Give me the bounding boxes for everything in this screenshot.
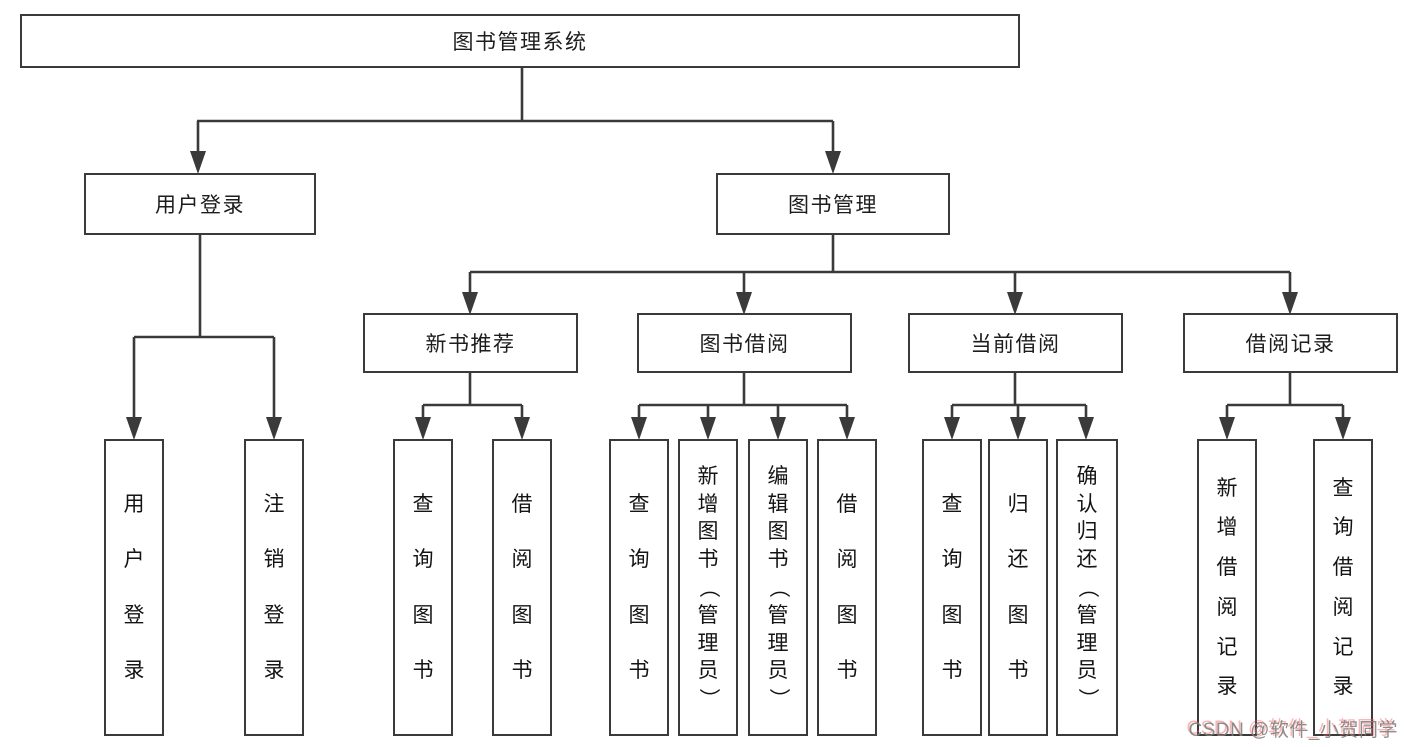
- leaf-borrow-books-1: 借阅图书: [492, 439, 552, 736]
- leaf-add-books-admin: 新增图书（管理员）: [678, 439, 738, 736]
- node-label: 新增借阅记录: [1216, 476, 1238, 699]
- node-book-management: 图书管理: [716, 173, 950, 235]
- leaf-borrow-books-2: 借阅图书: [817, 439, 877, 736]
- node-label: 用户登录: [123, 492, 145, 683]
- leaf-query-books-3: 查询图书: [922, 439, 982, 736]
- leaf-query-borrow-record: 查询借阅记录: [1313, 439, 1373, 736]
- node-user-login: 用户登录: [84, 173, 316, 235]
- leaf-confirm-return-admin: 确认归还（管理员）: [1056, 439, 1118, 736]
- leaf-user-login: 用户登录: [104, 439, 164, 736]
- node-label: 借阅记录: [1245, 333, 1336, 356]
- node-current-borrow: 当前借阅: [908, 313, 1123, 373]
- node-label: 图书借阅: [699, 333, 790, 356]
- node-borrow-records: 借阅记录: [1183, 313, 1398, 373]
- node-label: 确认归还（管理员）: [1075, 464, 1099, 710]
- node-label: 图书管理: [788, 194, 878, 217]
- node-label: 查询图书: [941, 492, 963, 683]
- node-label: 编辑图书（管理员）: [766, 464, 790, 710]
- node-label: 图书管理系统: [452, 31, 588, 54]
- node-label: 用户登录: [155, 194, 245, 217]
- leaf-query-books-1: 查询图书: [393, 439, 453, 736]
- node-label: 查询图书: [628, 492, 650, 683]
- node-new-book-recommend: 新书推荐: [363, 313, 578, 373]
- node-label: 查询借阅记录: [1332, 476, 1354, 699]
- node-book-borrow: 图书借阅: [637, 313, 852, 373]
- node-label: 借阅图书: [836, 492, 858, 683]
- csdn-watermark: CSDN @软件_小贺同学: [1188, 720, 1398, 741]
- leaf-add-borrow-record: 新增借阅记录: [1197, 439, 1257, 736]
- node-root-library-system: 图书管理系统: [20, 14, 1020, 68]
- leaf-query-books-2: 查询图书: [609, 439, 669, 736]
- node-label: 查询图书: [412, 492, 434, 683]
- leaf-return-books: 归还图书: [988, 439, 1048, 736]
- node-label: 当前借阅: [970, 333, 1061, 356]
- node-label: 借阅图书: [511, 492, 533, 683]
- leaf-logout: 注销登录: [244, 439, 304, 736]
- node-label: 新增图书（管理员）: [696, 464, 720, 710]
- node-label: 新书推荐: [425, 333, 516, 356]
- leaf-edit-books-admin: 编辑图书（管理员）: [748, 439, 808, 736]
- node-label: 归还图书: [1007, 492, 1029, 683]
- node-label: 注销登录: [263, 492, 285, 683]
